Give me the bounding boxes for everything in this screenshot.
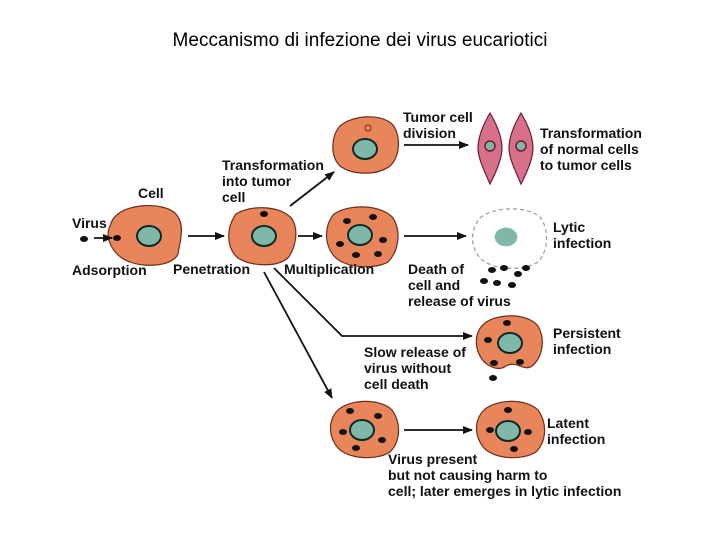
label-transformation-normal: Transformation of normal cells to tumor … — [540, 125, 646, 173]
virion — [352, 445, 360, 451]
cell-persistent — [475, 315, 543, 381]
virion — [503, 320, 511, 326]
arrows — [94, 141, 473, 434]
label-cell: Cell — [138, 185, 164, 201]
virion — [352, 252, 360, 258]
label-penetration: Penetration — [173, 261, 250, 277]
cell-latent — [475, 400, 546, 459]
virion — [343, 218, 351, 224]
label-multiplication: Multiplication — [284, 261, 374, 277]
arrow-to-slow-cell — [263, 271, 333, 399]
cell-slow-path — [329, 400, 400, 459]
virion — [484, 337, 492, 343]
virion — [346, 408, 354, 414]
label-virus-present: Virus present but not causing harm to ce… — [388, 451, 621, 499]
cell-penetration — [228, 207, 297, 266]
virion — [522, 265, 530, 271]
virion — [524, 429, 532, 435]
virion — [260, 211, 268, 217]
virion — [504, 407, 512, 413]
label-latent-infection: Latent infection — [547, 415, 605, 447]
virion — [378, 437, 386, 443]
virion — [488, 267, 496, 273]
virion — [516, 359, 524, 365]
virion — [480, 278, 488, 284]
virion — [379, 237, 387, 243]
virion — [510, 446, 518, 452]
virion — [336, 241, 344, 247]
virion — [374, 251, 382, 257]
label-tumor-cell-division: Tumor cell division — [403, 109, 477, 141]
virion — [500, 265, 508, 271]
virion — [489, 375, 497, 381]
released-virions — [480, 265, 530, 288]
label-transformation-into-tumor: Transformation into tumor cell — [222, 157, 328, 205]
virion — [374, 413, 382, 419]
label-virus: Virus — [72, 215, 107, 231]
arrow-to-transformation — [289, 171, 335, 207]
virion — [339, 429, 347, 435]
cell-multiplication — [325, 206, 399, 268]
virion — [490, 360, 498, 366]
cell-tumor-precursor — [332, 116, 399, 174]
free-virion — [80, 236, 88, 242]
cell-adsorption — [107, 204, 182, 266]
virion — [514, 271, 522, 277]
label-lytic-infection: Lytic infection — [553, 219, 611, 251]
label-death-of-cell: Death of cell and release of virus — [408, 261, 511, 309]
virion — [486, 427, 494, 433]
page-title: Meccanismo di infezione dei virus eucari… — [172, 30, 548, 51]
virion — [508, 282, 516, 288]
tumor-cell-left — [477, 111, 503, 186]
tumor-cell-right — [508, 111, 534, 186]
lysed-cell — [471, 208, 548, 269]
virion — [369, 214, 377, 220]
label-persistent-infection: Persistent infection — [553, 325, 625, 357]
virion — [493, 280, 501, 286]
arrow-to-persistent — [273, 267, 473, 340]
virion — [113, 235, 121, 241]
label-slow-release: Slow release of virus without cell death — [364, 344, 470, 392]
label-adsorption: Adsorption — [72, 262, 147, 278]
